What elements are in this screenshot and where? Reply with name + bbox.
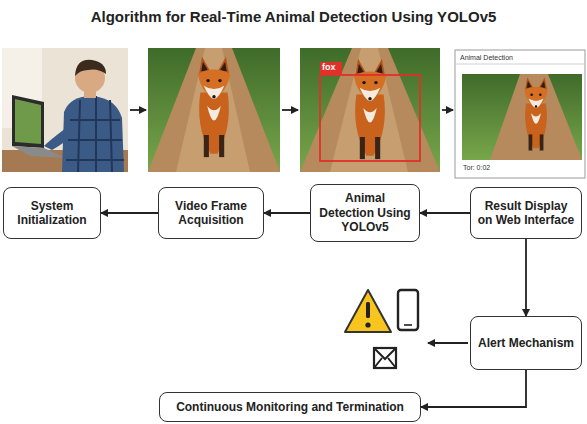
alert-icons-part <box>374 348 396 368</box>
person-laptop-photo-part <box>12 95 44 148</box>
fox-photo-part <box>148 48 280 172</box>
flow-arrow <box>525 239 527 316</box>
web-interface-screenshot-part <box>455 64 585 65</box>
flow-arrow <box>264 212 310 214</box>
person-laptop-photo <box>2 48 128 172</box>
web-interface-screenshot-part <box>462 74 582 160</box>
alert-icons-part <box>365 322 370 327</box>
person-laptop-photo-part <box>84 90 96 98</box>
image-arrows-part <box>282 109 298 111</box>
image-arrows <box>130 110 468 343</box>
image-arrows-part <box>442 109 453 111</box>
process-box: Animal Detection Using YOLOv5 <box>310 184 420 242</box>
box-label: Continuous Monitoring and Termination <box>176 400 404 414</box>
process-box: Result Display on Web Interface <box>470 187 582 239</box>
alert-icons-part <box>404 324 412 326</box>
fox-photo-part <box>148 48 280 172</box>
detection-label: fox <box>322 62 336 73</box>
detected-fox-photo-part <box>300 48 440 172</box>
time-readout: Tor: 0:02 <box>463 164 490 172</box>
box-label: Alert Mechanism <box>478 336 574 350</box>
alert-icons-part <box>398 290 418 330</box>
person-laptop-photo-part <box>75 60 106 76</box>
alert-icons-part <box>345 290 391 332</box>
flow-arrow <box>420 212 470 214</box>
alert-icons-part <box>366 302 370 318</box>
person-laptop-photo-part <box>12 146 66 158</box>
web-interface-screenshot-part <box>455 50 585 178</box>
fox-photo-part <box>198 57 230 157</box>
process-box: Alert Mechanism <box>470 316 582 370</box>
flow-arrow <box>421 370 526 407</box>
window-title: Animal Detection <box>460 54 513 62</box>
process-box: Video Frame Acquisition <box>158 187 264 239</box>
fox-photo-part <box>176 48 250 172</box>
person-laptop-photo-part <box>44 128 74 150</box>
web-interface-screenshot-part <box>490 74 582 160</box>
detected-fox-photo-part <box>320 62 342 75</box>
person-laptop-photo-part <box>66 96 124 172</box>
box-label: Video Frame Acquisition <box>165 199 257 228</box>
diagram-title: Algorithm for Real-Time Animal Detection… <box>0 8 587 25</box>
detected-fox-photo-part <box>354 59 386 159</box>
fox-photo <box>148 48 280 172</box>
web-interface-screenshot-part <box>524 77 548 150</box>
alert-icons-part <box>374 348 396 368</box>
detected-fox-photo <box>300 48 440 172</box>
box-label: Result Display on Web Interface <box>477 199 575 228</box>
image-arrows-part <box>428 342 468 344</box>
process-box: System Initialization <box>3 187 101 239</box>
process-box: Continuous Monitoring and Termination <box>159 392 421 422</box>
person-laptop-photo-part <box>15 99 41 144</box>
box-label: System Initialization <box>10 199 94 228</box>
person-laptop-photo-part <box>2 48 128 172</box>
alert-icons <box>345 290 418 368</box>
detected-fox-photo-part <box>320 75 420 161</box>
image-arrows-part <box>130 109 146 111</box>
box-label: Animal Detection Using YOLOv5 <box>317 191 413 234</box>
flow-arrow <box>101 212 158 214</box>
detected-fox-photo-part <box>300 48 440 172</box>
web-interface-screenshot <box>455 50 585 178</box>
